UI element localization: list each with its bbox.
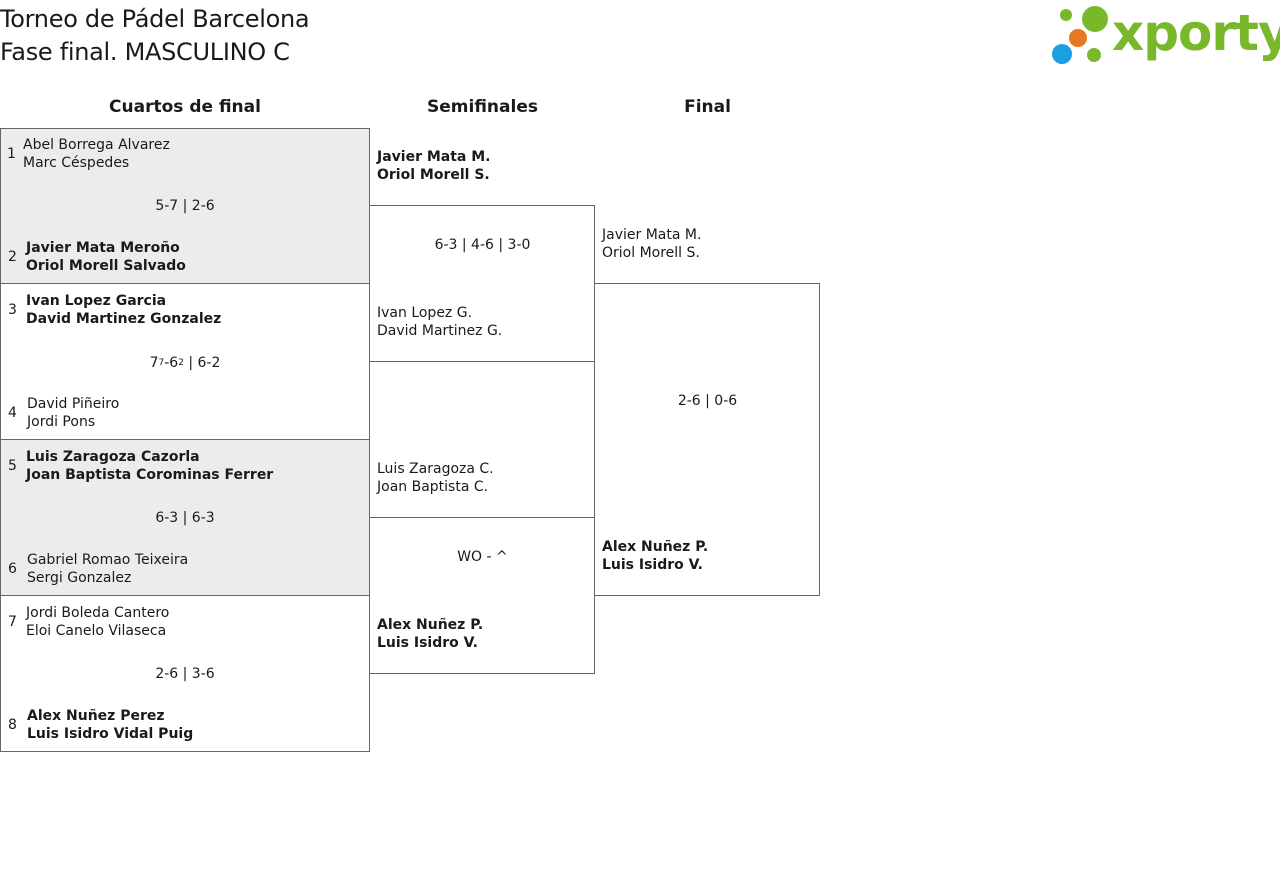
match-score: 2-6 | 0-6 <box>677 393 738 409</box>
player-name: Ivan Lopez Garcia <box>26 293 167 309</box>
seed-number: 8 <box>8 717 17 733</box>
xporty-logo[interactable]: xporty <box>1050 4 1280 68</box>
player-name: Javier Mata M. <box>602 227 702 243</box>
team-entry-winner[interactable]: Javier Mata Meroño Oriol Morell Salvado <box>26 239 186 275</box>
player-name: Javier Mata Meroño <box>26 240 180 256</box>
team-entry[interactable]: Gabriel Romao Teixeira Sergi Gonzalez <box>27 551 188 587</box>
match-score: 77-62 | 6-2 <box>149 355 221 371</box>
player-name: Luis Isidro V. <box>377 635 479 651</box>
match-score: WO - ^ <box>457 549 508 565</box>
player-name: Luis Zaragoza C. <box>377 461 494 477</box>
match-box-qf3 <box>0 439 370 596</box>
round-header-semifinals: Semifinales <box>427 97 538 117</box>
match-box-final <box>594 283 820 596</box>
player-name: David Piñeiro <box>27 396 120 412</box>
seed-number: 6 <box>8 561 17 577</box>
match-score: 6-3 | 6-3 <box>155 510 215 526</box>
seed-number: 3 <box>8 302 17 318</box>
player-name: Gabriel Romao Teixeira <box>27 552 189 568</box>
team-entry[interactable]: Jordi Boleda Cantero Eloi Canelo Vilasec… <box>26 604 169 640</box>
seed-number: 5 <box>8 458 17 474</box>
seed-number: 1 <box>7 146 16 162</box>
player-name: Eloi Canelo Vilaseca <box>26 623 167 639</box>
logo-dot-green-large <box>1082 6 1108 32</box>
match-score: 5-7 | 2-6 <box>155 198 215 214</box>
player-name: Ivan Lopez G. <box>377 305 473 321</box>
player-name: Abel Borrega Alvarez <box>23 137 170 153</box>
player-name: David Martinez G. <box>377 323 503 339</box>
team-entry[interactable]: David Piñeiro Jordi Pons <box>27 395 119 431</box>
player-name: Jordi Pons <box>27 414 96 430</box>
team-entry[interactable]: Luis Zaragoza C. Joan Baptista C. <box>377 460 494 496</box>
team-entry-winner[interactable]: Ivan Lopez Garcia David Martinez Gonzale… <box>26 292 221 328</box>
match-box-qf1 <box>0 128 370 284</box>
seed-number: 4 <box>8 405 17 421</box>
player-name: Alex Nuñez P. <box>377 617 484 633</box>
team-entry-winner[interactable]: Luis Zaragoza Cazorla Joan Baptista Coro… <box>26 448 273 484</box>
player-name: Jordi Boleda Cantero <box>26 605 170 621</box>
player-name: Javier Mata M. <box>377 149 491 165</box>
seed-number: 7 <box>8 614 17 630</box>
player-name: Luis Isidro Vidal Puig <box>27 726 194 742</box>
player-name: Oriol Morell S. <box>602 245 700 261</box>
player-name: Oriol Morell S. <box>377 167 490 183</box>
logo-dot-blue <box>1052 44 1072 64</box>
round-header-quarterfinals: Cuartos de final <box>109 97 261 117</box>
page-title: Torneo de Pádel Barcelona Fase final. MA… <box>0 3 310 69</box>
team-entry-winner[interactable]: Alex Nuñez P. Luis Isidro V. <box>377 616 483 652</box>
round-header-final: Final <box>684 97 731 117</box>
logo-text: xporty <box>1112 4 1280 62</box>
seed-number: 2 <box>8 249 17 265</box>
player-name: Alex Nuñez P. <box>602 539 709 555</box>
player-name: Joan Baptista Corominas Ferrer <box>26 467 274 483</box>
match-score: 6-3 | 4-6 | 3-0 <box>434 237 531 253</box>
tournament-name: Torneo de Pádel Barcelona <box>0 5 310 33</box>
logo-dot-green <box>1060 9 1072 21</box>
team-entry[interactable]: Abel Borrega Alvarez Marc Céspedes <box>23 136 170 172</box>
player-name: Joan Baptista C. <box>377 479 489 495</box>
team-entry-winner[interactable]: Alex Nuñez P. Luis Isidro V. <box>602 538 708 574</box>
team-entry-winner[interactable]: Javier Mata M. Oriol Morell S. <box>377 148 491 184</box>
logo-dot-green-small <box>1087 48 1101 62</box>
phase-name: Fase final. MASCULINO C <box>0 38 290 66</box>
player-name: Luis Zaragoza Cazorla <box>26 449 200 465</box>
player-name: Oriol Morell Salvado <box>26 258 186 274</box>
player-name: Sergi Gonzalez <box>27 570 132 586</box>
team-entry[interactable]: Ivan Lopez G. David Martinez G. <box>377 304 502 340</box>
player-name: Alex Nuñez Perez <box>27 708 165 724</box>
match-score: 2-6 | 3-6 <box>155 666 215 682</box>
player-name: Luis Isidro V. <box>602 557 704 573</box>
team-entry-winner[interactable]: Alex Nuñez Perez Luis Isidro Vidal Puig <box>27 707 193 743</box>
logo-dot-orange <box>1069 29 1087 47</box>
player-name: David Martinez Gonzalez <box>26 311 222 327</box>
player-name: Marc Céspedes <box>23 155 130 171</box>
team-entry[interactable]: Javier Mata M. Oriol Morell S. <box>602 226 701 262</box>
